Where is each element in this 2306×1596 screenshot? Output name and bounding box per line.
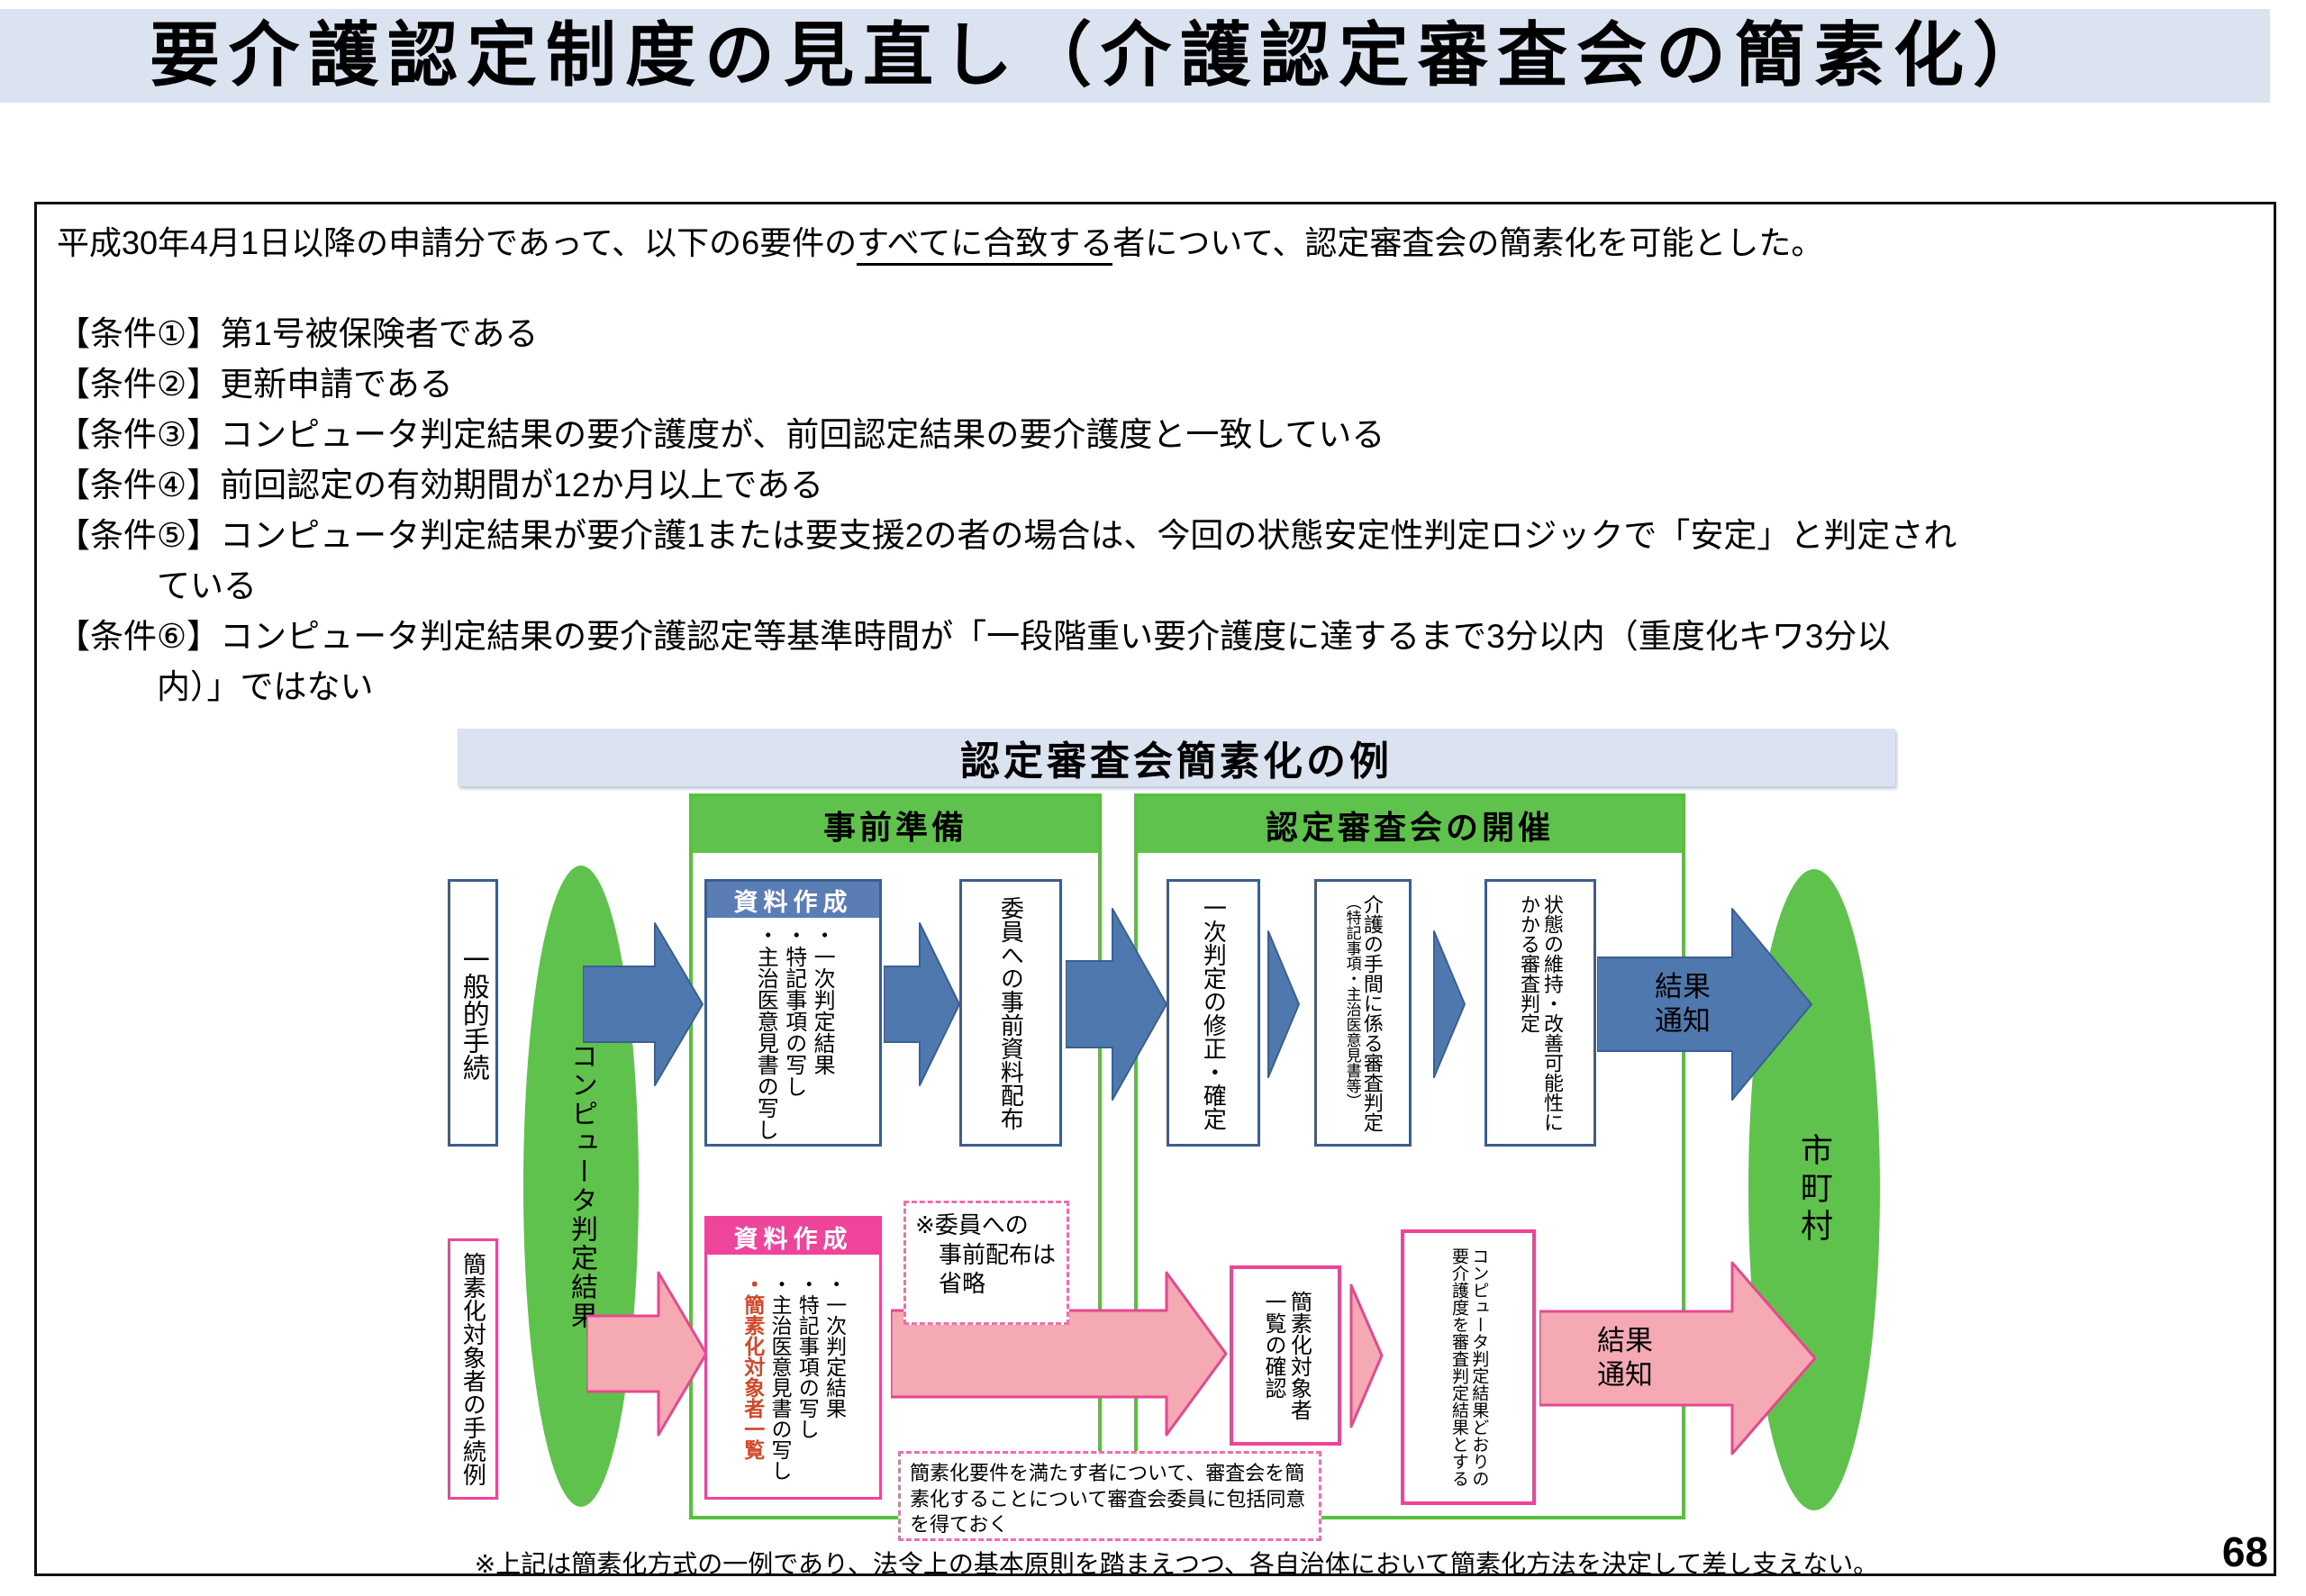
page-number: 68 [2221,1528,2268,1575]
column-preparation-label: 事前準備 [693,797,1098,853]
condition-5: 【条件⑤】コンピュータ判定結果が要介護1または要支援2の者の場合は、今回の状態安… [57,517,1957,604]
intro-text: 平成30年4月1日以降の申請分であって、以下の6要件のすべてに合致する者について… [57,219,2250,268]
condition-1: 【条件①】第1号被保険者である [57,315,539,352]
simplified-procedure-box: 簡素化対象者の手続例 [448,1238,498,1500]
condition-6: 【条件⑥】コンピュータ判定結果の要介護認定等基準時間が「一段階重い要介護度に達す… [57,618,1891,705]
material-creation-box-simplified: 資料作成 ・一次判定結果 ・特記事項の写し ・主治医意見書の写し ・簡素化対象者… [704,1216,882,1500]
list-item: ・主治医意見書の写し [768,1273,792,1481]
intro-underlined: すべてに合致する [857,224,1113,266]
list-item: ・特記事項の写し [795,1273,820,1439]
summary-block: 平成30年4月1日以降の申請分であって、以下の6要件のすべてに合致する者について… [37,204,2274,712]
intro-post: 者について、認定審査会の簡素化を可能とした。 [1112,224,1824,261]
column-review-session: 認定審査会の開催 [1134,793,1685,1519]
condition-3: 【条件③】コンピュータ判定結果の要介護度が、前回認定結果の要介護度と一致している [57,416,1385,453]
blue-triangle-1-icon [1266,928,1302,1081]
adopt-computer-result-box: コンピュータ判定結果どおりの 要介護度を審査判定結果とする [1401,1229,1536,1505]
care-effort-sub: （特記事項・主治医意見書等） [1343,893,1361,1109]
condition-2: 【条件②】更新申請である [57,366,453,403]
blue-arrow-1-icon [583,919,704,1090]
note-skip-distribution: ※委員への 事前配布は 省略 [903,1201,1069,1325]
diagram-title-band: 認定審査会簡素化の例 [458,729,1895,786]
result-notice-arrow-general: 結果 通知 [1597,903,1813,1105]
blue-triangle-2-icon [1431,928,1467,1081]
material-list-general: ・一次判定結果 ・特記事項の写し ・主治医意見書の写し [749,924,838,1140]
list-confirmation-box: 簡素化対象者 一覧の確認 [1230,1265,1341,1446]
blue-arrow-2-icon [884,919,961,1090]
pre-distribution-box: 委員への事前資料配布 [959,879,1062,1147]
state-maintenance-review-box: 状態の維持・改善可能性に かかる審査判定 [1484,879,1596,1147]
result-notice-arrow-simplified: 結果 通知 [1539,1257,1817,1459]
care-effort-review-box: 介護の手間に係る審査判定（特記事項・主治医意見書等） [1314,879,1412,1147]
intro-pre: 平成30年4月1日以降の申請分であって、以下の6要件の [57,224,858,261]
material-list-simplified: ・一次判定結果 ・特記事項の写し ・主治医意見書の写し ・簡素化対象者一覧 [736,1274,849,1481]
list-item: ・一次判定結果 [822,1273,847,1419]
care-effort-main: 介護の手間に係る審査判定 [1360,893,1384,1132]
column-preparation: 事前準備 [689,793,1102,1519]
column-review-session-label: 認定審査会の開催 [1138,797,1682,853]
diagram-title: 認定審査会簡素化の例 [960,739,1393,784]
blue-arrow-3-icon [1066,903,1168,1105]
pink-triangle-icon [1348,1282,1385,1430]
material-creation-header-general: 資料作成 [707,882,879,920]
material-creation-header-simplified: 資料作成 [707,1219,879,1256]
list-item: ・特記事項の写し [781,923,806,1097]
content-box: 平成30年4月1日以降の申請分であって、以下の6要件のすべてに合致する者について… [34,202,2276,1578]
list-item-highlight: ・簡素化対象者一覧 [740,1273,765,1460]
general-procedure-box: 一般的手続 [448,879,498,1147]
list-item: ・主治医意見書の写し [753,923,778,1140]
condition-4: 【条件④】前回認定の有効期間が12か月以上である [57,467,823,503]
result-notice-label-general: 結果 通知 [1655,971,1711,1037]
material-creation-box-general: 資料作成 ・一次判定結果 ・特記事項の写し ・主治医意見書の写し [704,879,882,1147]
pink-arrow-1-icon [586,1268,708,1439]
diagram-footnote: ※上記は簡素化方式の一例であり、法令上の基本原則を踏まえつつ、各自治体において簡… [474,1550,1879,1578]
result-notice-label-simplified: 結果 通知 [1597,1325,1653,1391]
primary-judgement-fix-box: 一次判定の修正・確定 [1167,879,1260,1147]
list-item: ・一次判定結果 [810,923,835,1075]
title-bar: 要介護認定制度の見直し（介護認定審査会の簡素化） [0,9,2270,103]
note-blanket-consent: 簡素化要件を満たす者について、審査会を簡 素化することについて審査会委員に包括同… [898,1451,1321,1541]
page-title: 要介護認定制度の見直し（介護認定審査会の簡素化） [150,15,2053,95]
